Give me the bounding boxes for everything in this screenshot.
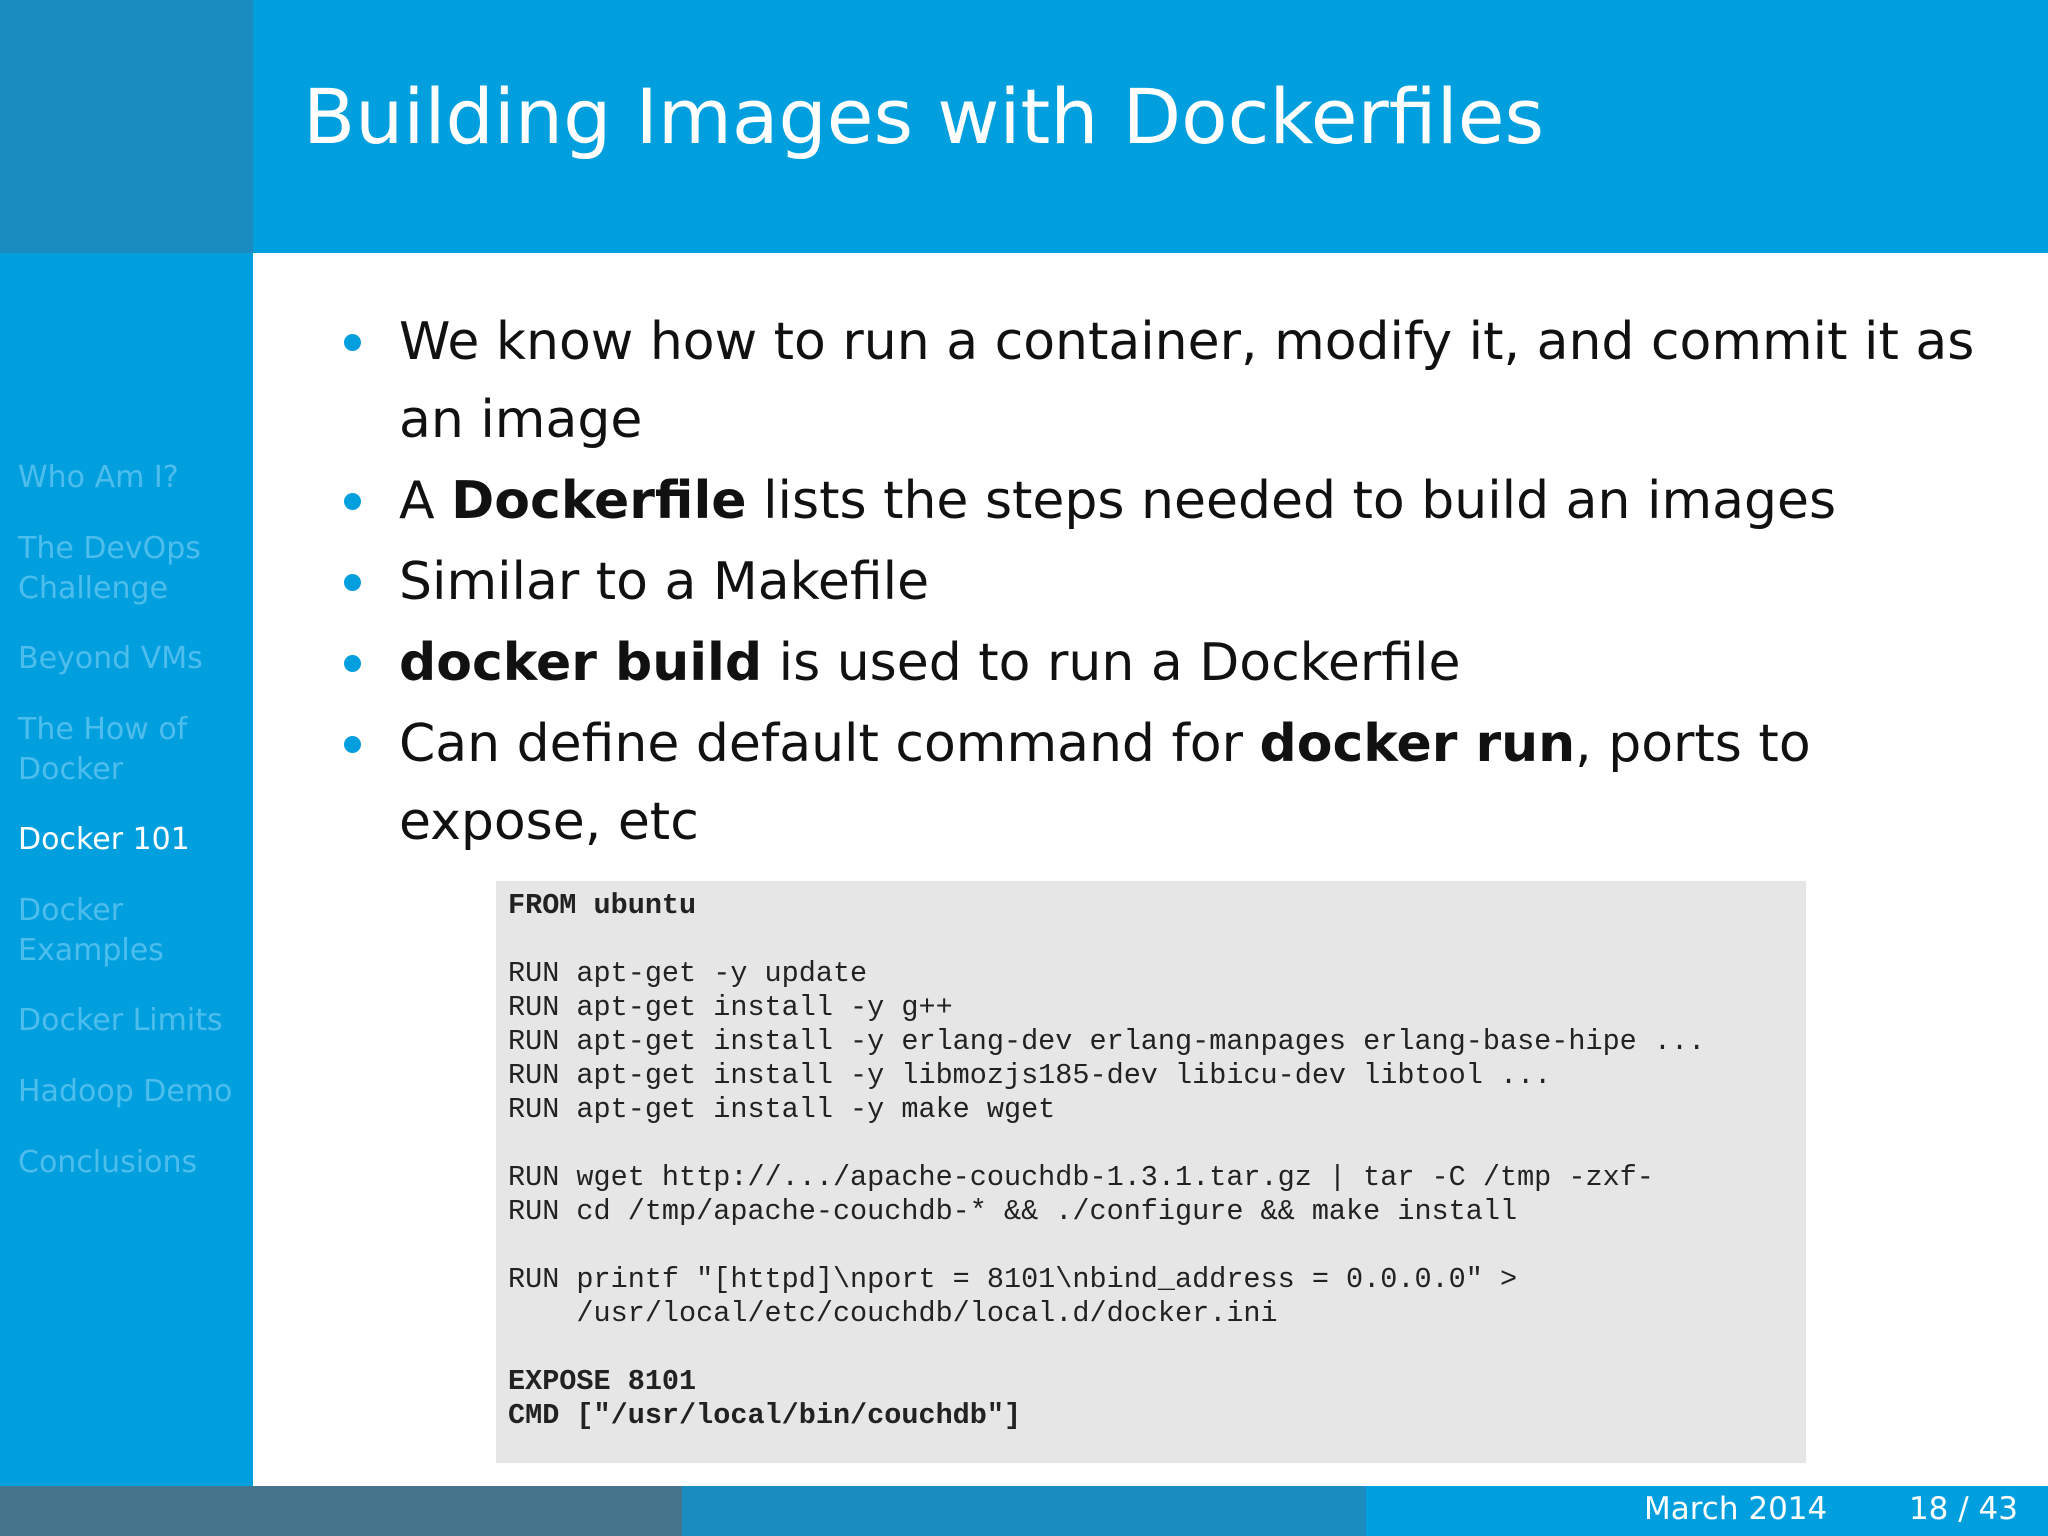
code-line: RUN cd /tmp/apache-couchdb-* && ./config…: [508, 1195, 1518, 1228]
footer-date: March 2014: [1644, 1491, 1828, 1527]
bullet-text: A: [399, 471, 452, 531]
footer: March 2014 18 / 43: [0, 1486, 2048, 1536]
code-line: RUN apt-get install -y make wget: [508, 1093, 1056, 1126]
code-line: FROM ubuntu: [508, 889, 697, 922]
sidebar-item-devops-challenge[interactable]: The DevOps Challenge: [18, 531, 201, 606]
bullet-icon: [344, 655, 361, 672]
code-line: RUN wget http://.../apache-couchdb-1.3.1…: [508, 1161, 1654, 1194]
bullet-text: is used to run a Dockerfile: [762, 633, 1461, 693]
bullet-bold-text: docker run: [1259, 714, 1576, 774]
code-line: EXPOSE 8101: [508, 1365, 697, 1398]
bullet-icon: [344, 334, 361, 351]
slide-title: Building Images with Dockerfiles: [303, 72, 1545, 161]
bullet-text: lists the steps needed to build an image…: [746, 471, 1837, 531]
code-line: CMD ["/usr/local/bin/couchdb"]: [508, 1399, 1022, 1432]
bullet-icon: [344, 493, 361, 510]
slide-content: We know how to run a container, modify i…: [253, 253, 2048, 1486]
footer-middle-segment: [682, 1486, 1366, 1536]
bullet-text: We know how to run a container, modify i…: [399, 312, 1975, 450]
code-line: [508, 1331, 1806, 1365]
sidebar-item-how-of-docker[interactable]: The How of Docker: [18, 712, 188, 787]
sidebar-navigation: Who Am I? The DevOps Challenge Beyond VM…: [0, 253, 253, 1486]
bullet-item: Can define default command for docker ru…: [344, 705, 2019, 861]
bullet-item: A Dockerfile lists the steps needed to b…: [344, 462, 2019, 540]
bullet-item: Similar to a Makefile: [344, 543, 2019, 621]
sidebar-item-docker-examples[interactable]: Docker Examples: [18, 893, 164, 968]
footer-right-segment: March 2014 18 / 43: [1366, 1486, 2048, 1536]
page-number: 18 / 43: [1908, 1491, 2018, 1527]
code-line: RUN apt-get install -y g++: [508, 991, 953, 1024]
code-line: RUN apt-get install -y erlang-dev erlang…: [508, 1025, 1706, 1058]
sidebar-item-beyond-vms[interactable]: Beyond VMs: [18, 641, 203, 676]
title-bar: Building Images with Dockerfiles: [253, 0, 2048, 253]
bullet-text: Similar to a Makefile: [399, 552, 930, 612]
code-line: [508, 1127, 1806, 1161]
sidebar-item-conclusions[interactable]: Conclusions: [18, 1145, 198, 1180]
bullet-icon: [344, 574, 361, 591]
bullet-item: docker build is used to run a Dockerfile: [344, 624, 2019, 702]
code-line: RUN printf "[httpd]\nport = 8101\nbind_a…: [508, 1263, 1518, 1296]
sidebar-item-docker-101[interactable]: Docker 101: [18, 822, 190, 857]
footer-left-segment: [0, 1486, 682, 1536]
code-line: [508, 1229, 1806, 1263]
code-line: [508, 923, 1806, 957]
bullet-text: Can define default command for: [399, 714, 1260, 774]
sidebar-item-hadoop-demo[interactable]: Hadoop Demo: [18, 1074, 233, 1109]
bullet-list: We know how to run a container, modify i…: [344, 303, 2019, 864]
header-corner: [0, 0, 253, 253]
bullet-item: We know how to run a container, modify i…: [344, 303, 2019, 459]
code-line: RUN apt-get -y update: [508, 957, 868, 990]
bullet-bold-text: Dockerfile: [451, 471, 747, 531]
bullet-bold-text: docker build: [399, 633, 763, 693]
code-line: RUN apt-get install -y libmozjs185-dev l…: [508, 1059, 1552, 1092]
bullet-icon: [344, 736, 361, 753]
bullet-text: , ports to expose, etc: [399, 714, 1811, 852]
sidebar-item-who-am-i[interactable]: Who Am I?: [18, 460, 179, 495]
code-line: /usr/local/etc/couchdb/local.d/docker.in…: [508, 1297, 1278, 1330]
sidebar-nav-list: Who Am I? The DevOps Challenge Beyond VM…: [18, 458, 248, 1183]
sidebar-item-docker-limits[interactable]: Docker Limits: [18, 1003, 223, 1038]
